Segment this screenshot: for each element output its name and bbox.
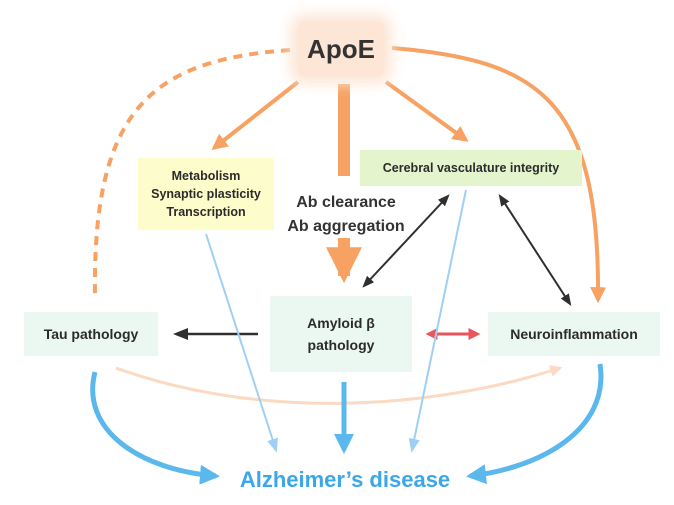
alzheimers-disease-node: Alzheimer’s disease [215,462,475,498]
edge-apoe-to-tau-dashed [92,48,291,299]
amyloid-beta-label: Amyloid β [307,315,375,331]
tau-pathology-label: Tau pathology [43,326,139,342]
edge-apoe-to-metabolism [211,80,300,150]
edge-vasculature-amyloid [362,194,450,288]
ab-clearance-label: Ab clearance [296,194,396,211]
edge-tau-to-neuroinflammation [115,365,563,405]
amyloid-pathology-node: Amyloid β pathology [270,296,412,372]
amyloid-pathology-label: pathology [307,337,375,353]
neuroinflammation-node: Neuroinflammation [488,312,660,356]
ab-process-label: Ab clearance Ab aggregation [275,187,417,243]
apoe-label: ApoE [307,33,375,64]
edge-vasculature-to-ad [408,189,467,453]
neuroinflammation-label: Neuroinflammation [510,326,638,342]
cerebral-vasculature-node: Cerebral vasculature integrity [360,150,582,186]
edge-tau-to-ad [90,371,220,485]
ab-aggregation-label: Ab aggregation [287,218,405,235]
metabolism-node: Metabolism Synaptic plasticity Transcrip… [138,158,274,230]
edge-metabolism-to-ad [205,233,278,453]
alzheimers-disease-label: Alzheimer’s disease [239,467,451,492]
edge-apoe-to-neuroinflammation [391,46,607,304]
edge-neuroinflammation-to-ad [466,363,604,485]
cerebral-vasculature-label: Cerebral vasculature integrity [382,161,560,175]
tau-pathology-node: Tau pathology [24,312,158,356]
metabolism-label: Metabolism [171,169,241,183]
apoe-node: ApoE [298,22,384,76]
edge-apoe-to-vasculature [384,80,469,142]
synaptic-plasticity-label: Synaptic plasticity [151,187,261,201]
edge-vasculature-neuroinflammation [498,193,572,307]
transcription-label: Transcription [166,205,246,219]
